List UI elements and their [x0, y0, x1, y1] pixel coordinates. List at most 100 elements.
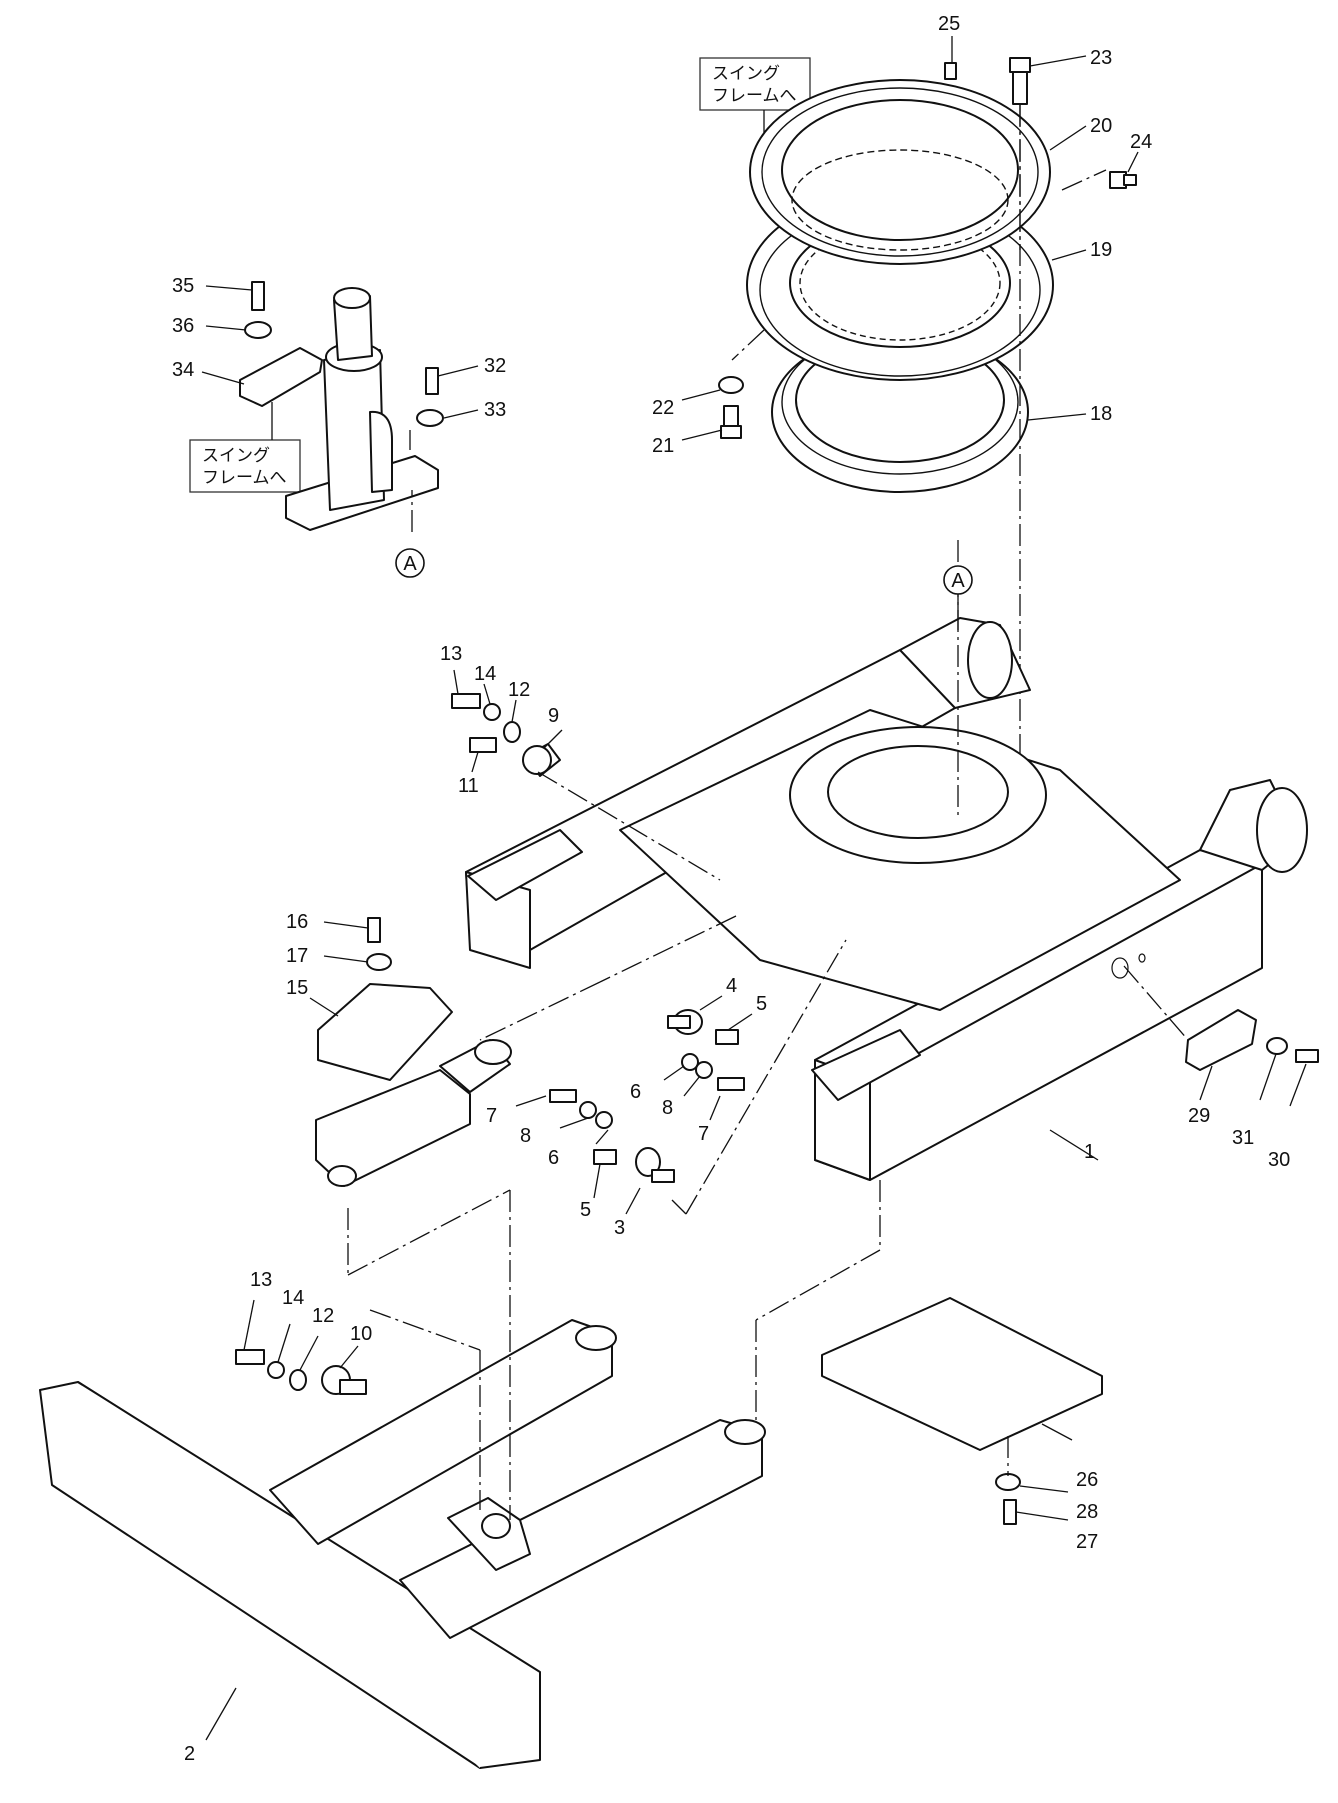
bolt-27 — [1003, 1499, 1017, 1525]
note-line-1: スイング — [202, 446, 270, 465]
callout-3: 3 — [614, 1217, 625, 1239]
note-line-2: フレームへ — [202, 468, 287, 487]
callout-9: 9 — [548, 705, 559, 727]
callout-6a: 6 — [630, 1081, 641, 1103]
pin-9 — [522, 743, 561, 777]
callout-34: 34 — [172, 359, 194, 381]
washer-8-upper — [695, 1061, 713, 1079]
bolt-16 — [367, 917, 381, 943]
note-swing-frame-left: スイング フレームへ — [189, 402, 301, 493]
pin-4 — [667, 1009, 703, 1035]
washer-14 — [483, 703, 501, 721]
plate-26 — [821, 1297, 1103, 1451]
bolt-32 — [425, 367, 439, 395]
callout-7b: 7 — [486, 1105, 497, 1127]
callout-29: 29 — [1188, 1105, 1210, 1127]
callout-2: 2 — [184, 1743, 195, 1765]
callout-numbers: 1 2 3 4 5 5 6 6 7 7 8 8 9 10 11 12 12 13… — [172, 13, 1290, 1765]
callout-16: 16 — [286, 911, 308, 933]
washer-33 — [416, 409, 444, 427]
note-line-2: フレームへ — [712, 86, 797, 105]
washer-17 — [366, 953, 392, 971]
callout-22: 22 — [652, 397, 674, 419]
callout-leaders — [201, 36, 1307, 1741]
callout-11: 11 — [458, 775, 479, 797]
callout-23: 23 — [1090, 47, 1112, 69]
bolt-23 — [1009, 57, 1031, 105]
note-line-1: スイング — [712, 64, 780, 83]
swing-bearing-assembly — [718, 57, 1137, 940]
callout-36: 36 — [172, 315, 194, 337]
plug-25 — [944, 62, 957, 80]
callout-21: 21 — [652, 435, 674, 457]
callout-6b: 6 — [548, 1147, 559, 1169]
callout-24: 24 — [1130, 131, 1152, 153]
cylinder-mount — [239, 281, 444, 532]
callout-20: 20 — [1090, 115, 1112, 137]
bolt-7-lower — [549, 1089, 577, 1103]
callout-8a: 8 — [662, 1097, 673, 1119]
pin-10 — [321, 1365, 367, 1395]
callout-1: 1 — [1084, 1141, 1095, 1163]
callout-18: 18 — [1090, 403, 1112, 425]
marker-letter: A — [403, 553, 417, 575]
callout-15: 15 — [286, 977, 308, 999]
callout-28: 28 — [1076, 1501, 1098, 1523]
bolt-21 — [720, 405, 742, 439]
bolt-13-lower — [235, 1349, 265, 1365]
bearing-upper-ring — [749, 79, 1051, 265]
callout-13b: 13 — [250, 1269, 272, 1291]
washer-22 — [718, 376, 744, 394]
blade-cylinder — [315, 1039, 512, 1187]
callout-4: 4 — [726, 975, 737, 997]
nut-12-lower — [289, 1369, 307, 1391]
grease-nipple-24 — [1109, 171, 1137, 189]
washer-14-lower — [267, 1361, 285, 1379]
fitting-5-lower — [593, 1149, 617, 1165]
track-frame — [465, 617, 1308, 1181]
washer-28 — [995, 1473, 1021, 1491]
bolt-35 — [251, 281, 265, 311]
bolt-13 — [451, 693, 481, 709]
blade-assembly — [39, 1319, 766, 1769]
callout-5a: 5 — [756, 993, 767, 1015]
bolt-30 — [1295, 1049, 1319, 1063]
pin-3 — [635, 1147, 675, 1183]
callout-12a: 12 — [508, 679, 530, 701]
callout-17: 17 — [286, 945, 308, 967]
marker-letter: A — [951, 570, 965, 592]
callout-14a: 14 — [474, 663, 496, 685]
callout-13a: 13 — [440, 643, 462, 665]
washer-31 — [1266, 1037, 1288, 1055]
callout-19: 19 — [1090, 239, 1112, 261]
note-swing-frame-top: スイング フレームへ — [699, 57, 811, 180]
reference-marker-upper: A — [395, 548, 425, 578]
nut-6-upper — [681, 1053, 699, 1071]
callout-27: 27 — [1076, 1531, 1098, 1553]
callout-12b: 12 — [312, 1305, 334, 1327]
callout-8b: 8 — [520, 1125, 531, 1147]
washer-36 — [244, 321, 272, 339]
reference-marker-lower: A — [943, 565, 973, 630]
callout-14b: 14 — [282, 1287, 304, 1309]
bracket-34 — [239, 347, 323, 407]
callout-31: 31 — [1232, 1127, 1254, 1149]
fitting-5-upper — [715, 1029, 739, 1045]
callout-7a: 7 — [698, 1123, 709, 1145]
callout-10: 10 — [350, 1323, 372, 1345]
callout-35: 35 — [172, 275, 194, 297]
callout-33: 33 — [484, 399, 506, 421]
bolt-7-upper — [717, 1077, 745, 1091]
callout-5b: 5 — [580, 1199, 591, 1221]
callout-26: 26 — [1076, 1469, 1098, 1491]
callout-32: 32 — [484, 355, 506, 377]
callout-25: 25 — [938, 13, 960, 35]
callout-30: 30 — [1268, 1149, 1290, 1171]
cover-15 — [317, 983, 453, 1081]
washer-8-lower — [579, 1101, 597, 1119]
nut-12 — [503, 721, 521, 743]
fitting-11 — [469, 737, 497, 753]
cover-29 — [1185, 1009, 1257, 1071]
nut-6-lower — [595, 1111, 613, 1129]
